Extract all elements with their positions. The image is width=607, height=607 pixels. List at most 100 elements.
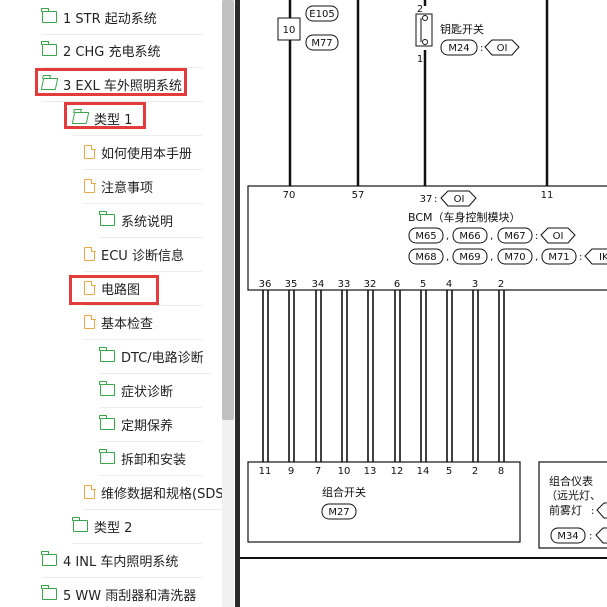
document-icon <box>84 484 96 499</box>
connector-m27 <box>321 503 357 520</box>
folder-icon <box>41 41 57 56</box>
document-icon <box>84 314 96 329</box>
combo-pin: 12 <box>391 466 404 477</box>
bcm-pin: 33 <box>338 279 351 290</box>
tree-item-system-description[interactable]: 系统说明 <box>99 203 202 238</box>
navigation-tree: 1 STR 起动系统 2 CHG 充电系统 3 EXL 车外照明系统 类型 1 … <box>0 0 222 607</box>
folder-icon <box>99 449 115 464</box>
svg-text:,: , <box>446 231 449 242</box>
tree-item-label: 3 EXL 车外照明系统 <box>63 78 182 94</box>
bcm-name: BCM（车身控制模块） <box>408 210 521 224</box>
color-code-ik: IK <box>599 252 607 263</box>
color-code-tag <box>440 190 477 207</box>
svg-text::: : <box>589 531 592 542</box>
combo-pin: 14 <box>417 466 430 477</box>
bcm-pin: 4 <box>446 279 452 290</box>
tree-item-wiring-diagram[interactable]: 电路图 <box>84 271 202 306</box>
wiring-diagram-canvas: 10 E105 M77 2 1 钥匙开关 M24 : OI 70 57 37 :… <box>240 0 607 559</box>
connector-m71 <box>541 248 577 265</box>
folder-open-icon <box>40 78 59 90</box>
tree-item-ecu-diagnosis[interactable]: ECU 诊断信息 <box>84 237 202 272</box>
color-code-tag <box>540 227 576 244</box>
tree-item-label: 注意事项 <box>101 180 154 196</box>
svg-text::: : <box>434 194 437 205</box>
tree-item-exl[interactable]: 3 EXL 车外照明系统 <box>40 67 202 102</box>
tree-item-inl[interactable]: 4 INL 车内照明系统 <box>41 543 202 578</box>
tree-item-label: 电路图 <box>101 282 141 298</box>
wire-bundle <box>262 290 505 462</box>
document-icon <box>84 280 96 295</box>
color-code-tag <box>596 502 607 519</box>
bcm-pin: 34 <box>312 279 325 290</box>
connector-m24-label: M24 <box>448 43 469 54</box>
tree-item-label: 4 INL 车内照明系统 <box>63 554 179 570</box>
connector-label: M70 <box>504 252 525 263</box>
key-pin-bottom: 1 <box>417 54 423 65</box>
svg-text:,: , <box>535 252 538 263</box>
fuse-box <box>277 17 301 41</box>
tree-item-type2[interactable]: 类型 2 <box>72 509 202 544</box>
tree-item-symptom[interactable]: 症状诊断 <box>99 373 202 408</box>
tree-item-sds[interactable]: 维修数据和规格(SDS) <box>84 475 222 510</box>
folder-icon <box>99 347 115 362</box>
tree-item-how-to-use[interactable]: 如何使用本手册 <box>84 135 202 170</box>
color-code-tag <box>595 527 607 544</box>
tree-item-str[interactable]: 1 STR 起动系统 <box>41 0 202 35</box>
bcm-pin: 36 <box>259 279 272 290</box>
key-switch-symbol <box>415 13 433 47</box>
fuse-number: 10 <box>283 25 296 36</box>
combo-pin: 2 <box>472 466 478 477</box>
tree-item-precautions[interactable]: 注意事项 <box>84 169 202 204</box>
tree-item-label: 2 CHG 充电系统 <box>63 44 161 60</box>
connector-label: M67 <box>504 231 525 242</box>
combo-pin: 5 <box>446 466 452 477</box>
connector-m24 <box>440 39 478 56</box>
meter-label-line3: 前雾灯 <box>549 503 582 517</box>
combo-pin: 13 <box>364 466 377 477</box>
tree-item-maintenance[interactable]: 定期保养 <box>99 407 202 442</box>
connector-e105-label: E105 <box>309 9 334 20</box>
wiring-diagram: 10 E105 M77 2 1 钥匙开关 M24 : OI 70 57 37 :… <box>240 0 607 607</box>
combo-pin: 11 <box>259 466 272 477</box>
tree-item-chg[interactable]: 2 CHG 充电系统 <box>41 33 202 68</box>
folder-icon <box>99 381 115 396</box>
color-code-oi: OI <box>454 194 465 205</box>
connector-label: M65 <box>415 231 436 242</box>
combo-pin: 7 <box>315 466 321 477</box>
tree-item-label: 5 WW 雨刮器和清洗器 <box>63 588 197 604</box>
folder-open-icon <box>71 112 90 124</box>
tree-item-type1[interactable]: 类型 1 <box>71 101 202 136</box>
svg-text::: : <box>535 231 538 242</box>
connector-label: M71 <box>548 252 569 263</box>
svg-text:,: , <box>490 231 493 242</box>
combo-pin: 8 <box>498 466 504 477</box>
tree-item-basic-inspection[interactable]: 基本检查 <box>84 305 202 340</box>
combination-switch-label: 组合开关 <box>322 485 366 499</box>
document-icon <box>84 178 96 193</box>
folder-icon <box>41 551 57 566</box>
connector-m70 <box>497 248 533 265</box>
bcm-pin: 57 <box>352 190 365 201</box>
tree-item-ww[interactable]: 5 WW 雨刮器和清洗器 <box>41 577 222 607</box>
meter-label-line1: 组合仪表 <box>549 474 593 488</box>
scrollbar-thumb[interactable] <box>222 0 234 420</box>
document-icon <box>84 144 96 159</box>
connector-m66 <box>452 227 488 244</box>
tree-item-label: 症状诊断 <box>121 384 174 400</box>
connector-m77 <box>305 34 339 51</box>
bcm-pin: 37 <box>420 194 433 205</box>
tree-item-label: 基本检查 <box>101 316 154 332</box>
pane-divider[interactable] <box>235 0 240 607</box>
connector-m65 <box>408 227 444 244</box>
tree-item-label: 维修数据和规格(SDS) <box>101 486 222 502</box>
connector-label: M68 <box>415 252 436 263</box>
folder-icon <box>99 415 115 430</box>
connector-m67 <box>497 227 533 244</box>
key-switch-label: 钥匙开关 <box>440 22 484 36</box>
tree-item-dtc[interactable]: DTC/电路诊断 <box>99 339 210 374</box>
connector-m34 <box>550 527 586 544</box>
document-icon <box>84 246 96 261</box>
tree-item-removal[interactable]: 拆卸和安装 <box>99 441 202 476</box>
connector-label: M66 <box>459 231 480 242</box>
tree-item-label: 类型 2 <box>94 520 133 536</box>
